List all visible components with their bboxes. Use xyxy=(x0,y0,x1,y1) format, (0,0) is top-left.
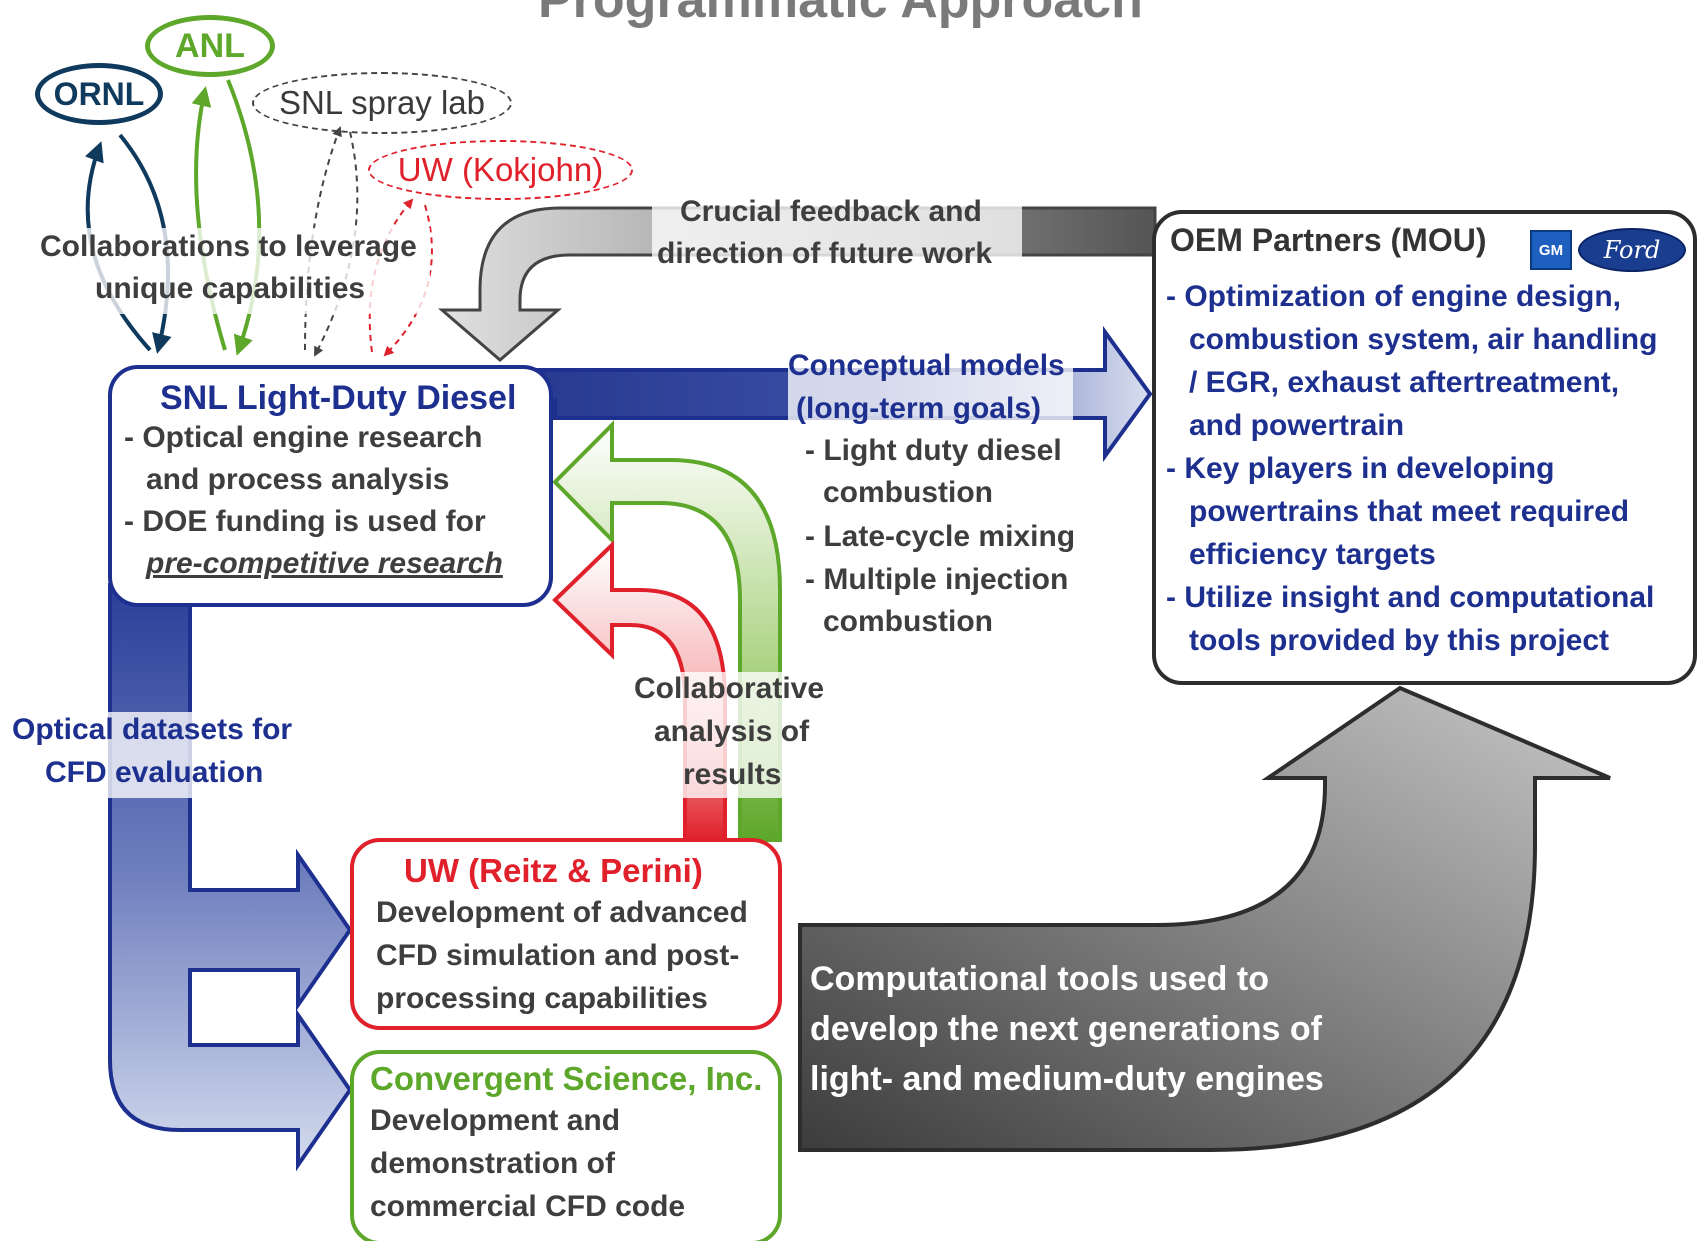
convergent-science-box: Convergent Science, Inc. Development and… xyxy=(350,1050,782,1241)
red-return-arrow xyxy=(552,540,727,842)
snl-box-title: SNL Light-Duty Diesel xyxy=(160,379,517,417)
snl-box-line-4: pre-competitive research xyxy=(146,547,503,580)
oem-line-1: - Optimization of engine design, xyxy=(1166,280,1621,313)
uw-box-line-3: processing capabilities xyxy=(376,982,708,1015)
optical-label-line1: Optical datasets for xyxy=(12,713,293,746)
oem-line-2: combustion system, air handling xyxy=(1189,323,1658,356)
conceptual-label-line1: Conceptual models xyxy=(788,349,1065,382)
collab-analysis-bg xyxy=(634,672,834,798)
snl-spray-lab-oval: SNL spray lab xyxy=(252,72,512,134)
uw-box-line-1: Development of advanced xyxy=(376,896,748,929)
feedback-label-line2: direction of future work xyxy=(657,237,993,270)
oem-line-3: / EGR, exhaust aftertreatment, xyxy=(1189,366,1620,399)
collab-analysis-line2: analysis of xyxy=(654,715,810,748)
oem-line-5: - Key players in developing xyxy=(1166,452,1555,485)
gm-logo: GM xyxy=(1530,230,1572,270)
anl-loop-arrow-return xyxy=(226,79,262,356)
page-title: Programmatic Approach xyxy=(538,0,1143,29)
uw-box-line-2: CFD simulation and post- xyxy=(376,939,740,972)
uw-box-title: UW (Reitz & Perini) xyxy=(404,852,703,889)
uw-kokjohn-label: UW (Kokjohn) xyxy=(397,151,604,188)
green-return-arrow xyxy=(552,420,782,842)
feedback-label-bg xyxy=(652,195,1022,277)
oem-line-7: efficiency targets xyxy=(1189,538,1436,571)
ford-logo: Ford xyxy=(1578,228,1686,272)
optical-label-line2: CFD evaluation xyxy=(45,756,264,789)
csi-box-line-2: demonstration of xyxy=(370,1147,615,1180)
computational-line-3: light- and medium-duty engines xyxy=(810,1060,1324,1098)
csi-box-title: Convergent Science, Inc. xyxy=(370,1060,763,1097)
conceptual-label-line2: (long-term goals) xyxy=(796,392,1041,425)
oem-line-8: - Utilize insight and computational xyxy=(1166,581,1655,614)
collab-label-line1: Collaborations to leverage xyxy=(40,230,417,263)
oem-partners-box: OEM Partners (MOU) GM Ford - Optimizatio… xyxy=(1152,210,1697,685)
conceptual-item-1: - Light duty diesel xyxy=(805,434,1062,467)
computational-line-2: develop the next generations of xyxy=(810,1010,1322,1048)
anl-label: ANL xyxy=(175,26,245,65)
snl-spray-loop-arrow xyxy=(304,126,342,351)
optical-label-bg xyxy=(12,712,307,798)
computational-tools-arrow xyxy=(798,685,1611,1152)
conceptual-label-bg xyxy=(788,350,1073,430)
conceptual-item-2: combustion xyxy=(823,476,993,509)
csi-box-line-3: commercial CFD code xyxy=(370,1190,686,1223)
ornl-label: ORNL xyxy=(53,75,145,112)
oem-line-6: powertrains that meet required xyxy=(1189,495,1630,528)
optical-datasets-arrow xyxy=(108,583,353,1172)
conceptual-item-3: - Late-cycle mixing xyxy=(805,520,1076,553)
oem-line-4: and powertrain xyxy=(1189,409,1405,442)
csi-box-line-1: Development and xyxy=(370,1104,621,1137)
oem-line-9: tools provided by this project xyxy=(1189,624,1610,657)
snl-box-line-1: - Optical engine research xyxy=(124,421,483,454)
computational-line-1: Computational tools used to xyxy=(810,960,1269,998)
collab-label-bg xyxy=(38,228,430,314)
snl-spray-lab-label: SNL spray lab xyxy=(278,84,486,121)
feedback-label-line1: Crucial feedback and xyxy=(680,195,982,228)
uw-reitz-perini-box: UW (Reitz & Perini) Development of advan… xyxy=(350,838,782,1030)
snl-box-line-3: - DOE funding is used for xyxy=(124,505,486,538)
collab-analysis-line3: results xyxy=(683,758,782,791)
collab-analysis-line1: Collaborative xyxy=(634,672,825,705)
collab-label-line2: unique capabilities xyxy=(95,272,366,305)
conceptual-item-5: combustion xyxy=(823,605,993,638)
snl-box-line-2: and process analysis xyxy=(146,463,450,496)
anl-oval: ANL xyxy=(145,15,275,77)
snl-light-duty-diesel-box: SNL Light-Duty Diesel - Optical engine r… xyxy=(108,365,553,607)
oem-box-title: OEM Partners (MOU) xyxy=(1170,222,1487,258)
uw-kokjohn-loop-arrow xyxy=(368,198,414,353)
uw-kokjohn-oval: UW (Kokjohn) xyxy=(368,140,633,200)
ornl-oval: ORNL xyxy=(35,63,163,125)
conceptual-item-4: - Multiple injection xyxy=(805,563,1069,596)
